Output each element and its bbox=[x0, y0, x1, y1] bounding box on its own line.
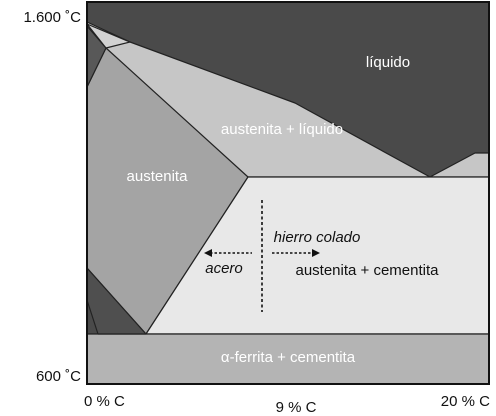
cast-iron-label: hierro colado bbox=[274, 229, 361, 246]
diagram-frame bbox=[86, 1, 490, 385]
x-axis-mid-label: 9 % C bbox=[276, 399, 317, 416]
x-axis-left-label: 0 % C bbox=[84, 393, 125, 410]
steel-label: acero bbox=[205, 260, 243, 277]
y-axis-top-label: 1.600 ˚C bbox=[23, 9, 81, 26]
right-arrow-head bbox=[312, 249, 320, 257]
y-axis-bottom-label: 600 ˚C bbox=[36, 368, 81, 385]
upper-left-phase bbox=[86, 23, 131, 49]
austenite-label: austenita bbox=[127, 168, 189, 185]
austenite-cementite-label: austenita + cementita bbox=[295, 262, 439, 279]
left-arrow-head bbox=[204, 249, 212, 257]
x-axis-right-label: 20 % C bbox=[441, 393, 490, 410]
liquid-label: líquido bbox=[366, 54, 410, 71]
ferrite-cementite-label: α-ferrita + cementita bbox=[221, 349, 356, 366]
austenite-liquid-label: austenita + líquido bbox=[221, 121, 343, 138]
